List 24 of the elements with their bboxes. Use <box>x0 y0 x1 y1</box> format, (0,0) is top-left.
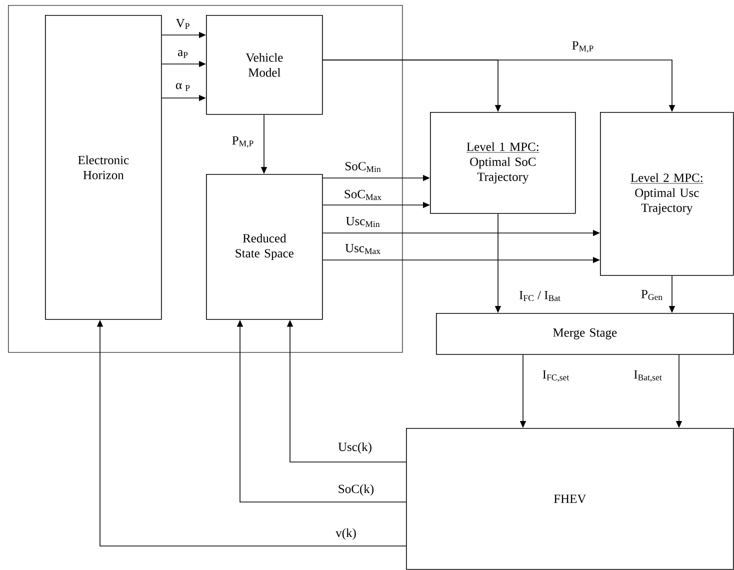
edge-label: P$_{M,P}$ <box>570 40 596 54</box>
plant-box: FHEV <box>406 428 734 570</box>
edge-label: Usc$_{Max}$ <box>344 242 382 256</box>
edge-label: v(k) <box>334 527 358 541</box>
process-box: Merge Stage <box>436 313 734 355</box>
edge-label: I$_{FC}$ / I$_{Bat}$ <box>518 290 562 302</box>
edge-label: P$_{Gen}$ <box>640 288 664 302</box>
edge-label: I$_{Bat,set}$ <box>632 369 664 383</box>
edge-label: I$_{FC,set}$ <box>541 369 571 383</box>
edge-label: SoC$_{Min}$ <box>344 160 382 174</box>
process-box: Reduced State Space <box>206 174 323 320</box>
process-box: Electronic Horizon <box>45 15 162 320</box>
system-frame <box>8 4 403 353</box>
edge-label: P$_{M,P}$ <box>230 135 256 149</box>
edge-label: Usc(k) <box>337 441 373 455</box>
edge-label: V$_{P}$ <box>174 18 192 30</box>
edge-label: SoC$_{Max}$ <box>342 188 384 202</box>
edge-label: a$_{P}$ <box>176 49 190 59</box>
edge-label: SoC(k) <box>336 483 376 497</box>
edge-label: Usc$_{Min}$ <box>344 216 382 228</box>
controller-box: Level 2 MPC: Optimal Usc Trajectory <box>600 112 734 276</box>
controller-box: Level 1 MPC: Optimal SoC Trajectory <box>430 112 576 214</box>
edge-label: α $_{P}$ <box>174 82 192 92</box>
process-box: Vehicle Model <box>206 15 323 115</box>
